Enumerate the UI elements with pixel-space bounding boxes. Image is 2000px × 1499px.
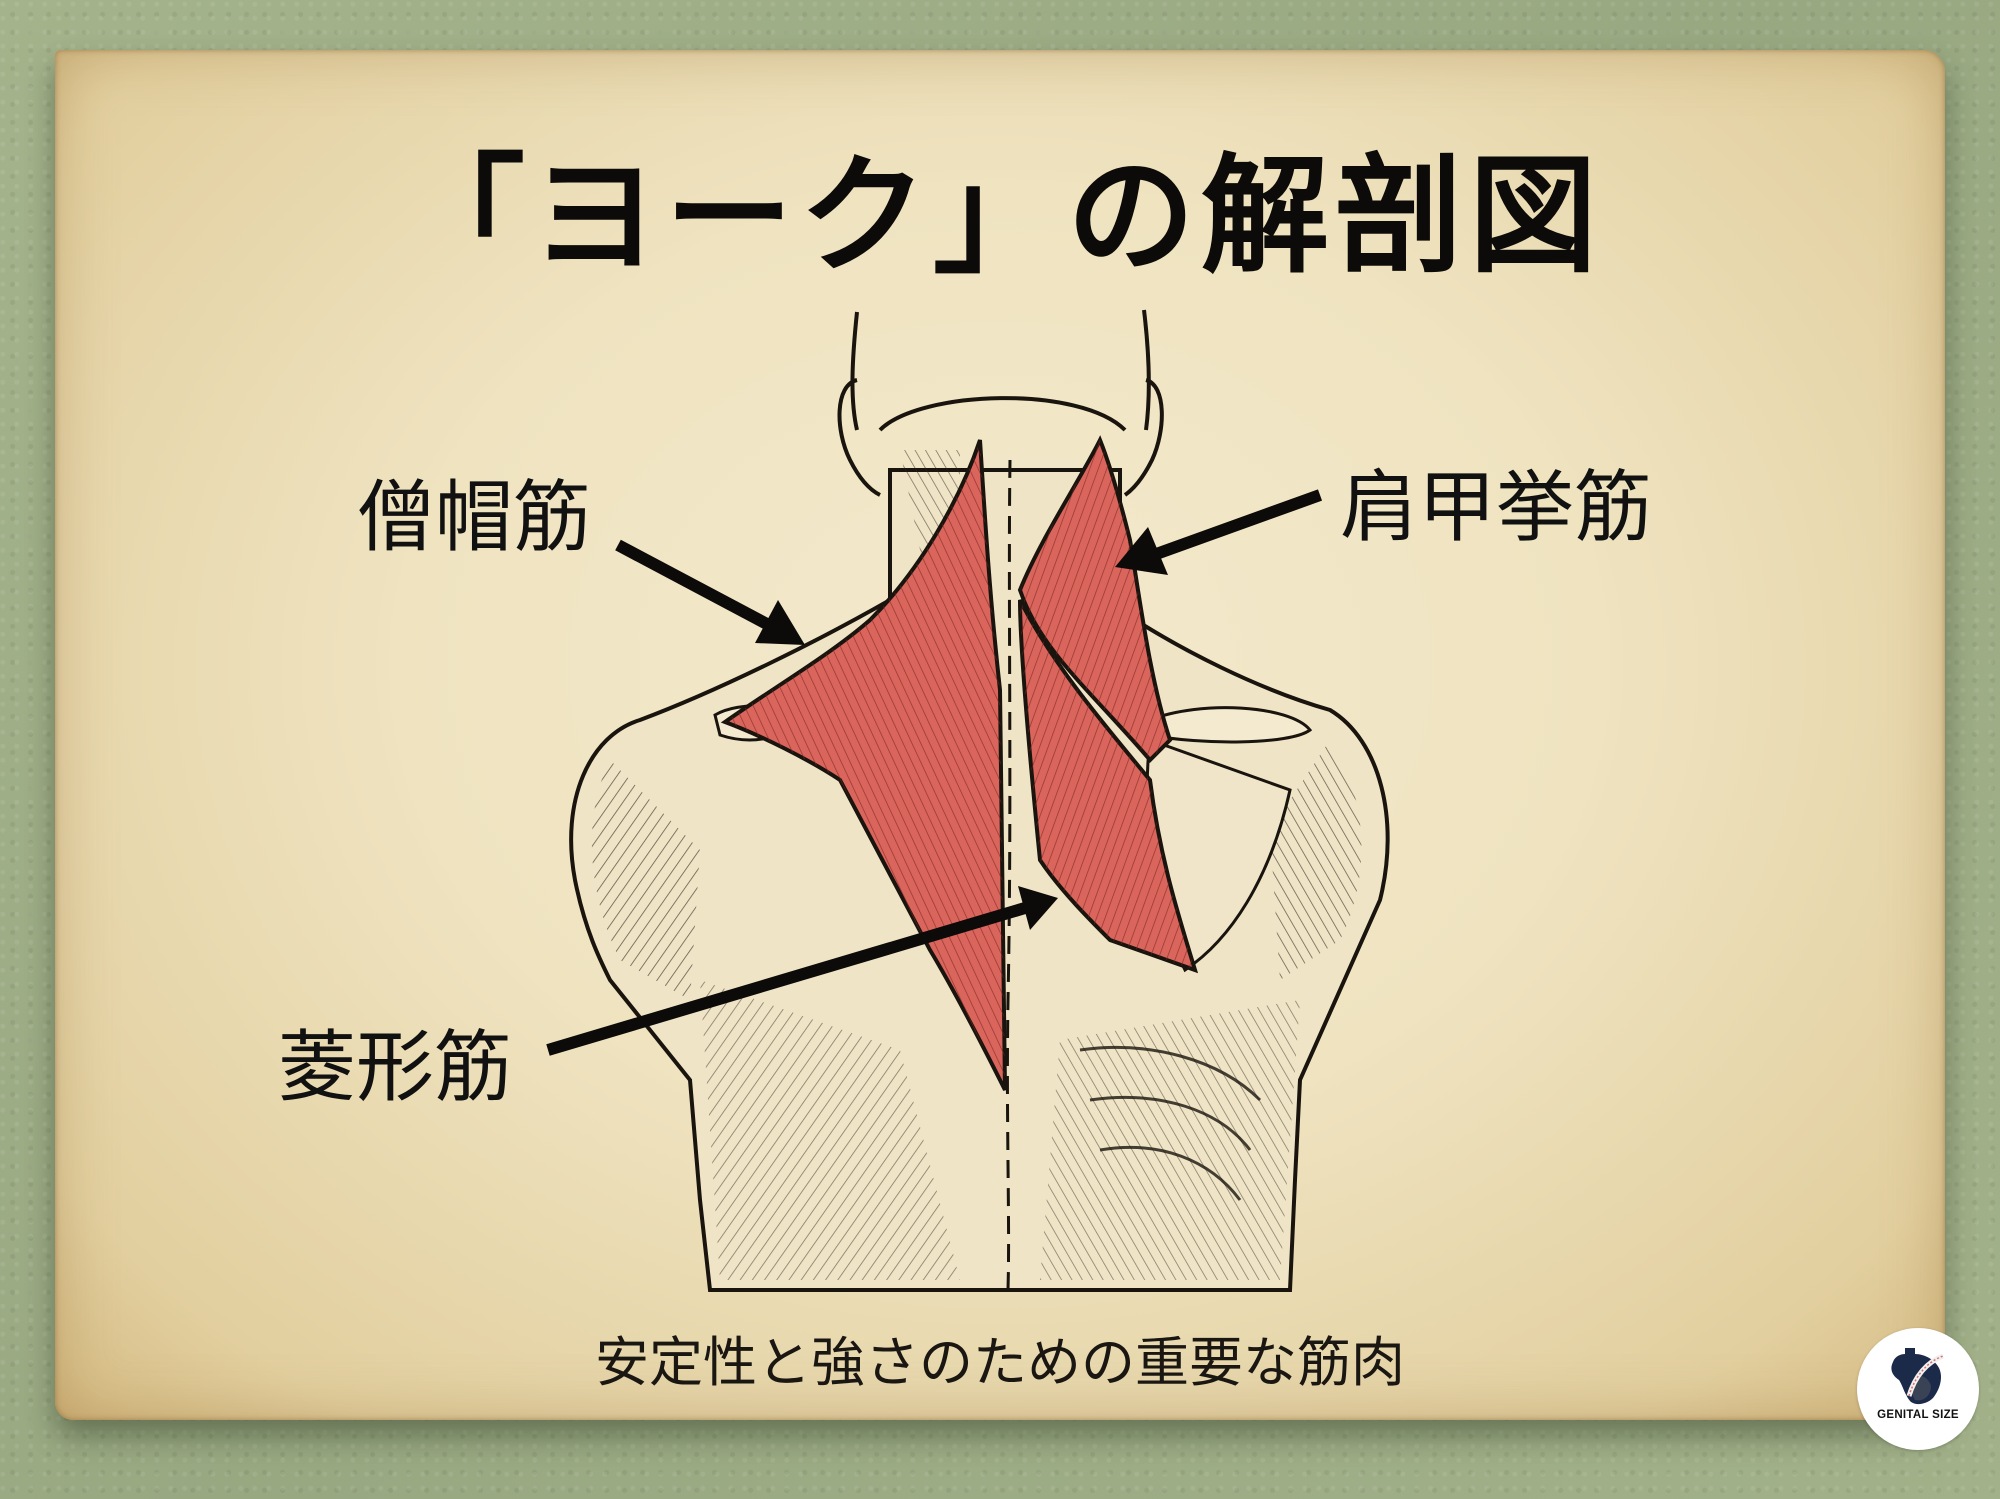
spine-line xyxy=(1005,459,1012,1291)
rhomboid-label: 菱形筋 xyxy=(278,1023,513,1113)
rhomboid-arrow xyxy=(546,886,1058,1056)
page-title: 「ヨーク」の解剖図 xyxy=(396,142,1603,291)
head-outline xyxy=(837,309,1164,497)
subtitle-caption: 安定性と強さのための重要な筋肉 xyxy=(595,1331,1405,1394)
muscular-torso-with-measuring-tape-icon xyxy=(1891,1348,1944,1405)
levator-scapulae-arrow xyxy=(1115,489,1323,575)
trapezius-arrow xyxy=(615,539,805,645)
brand-name: GENITAL SIZE xyxy=(1877,1409,1959,1421)
levator-scapulae-label: 肩甲挙筋 xyxy=(1340,463,1653,553)
brand-logo-badge[interactable]: GENITAL SIZE xyxy=(1857,1328,1979,1450)
trapezius-label: 僧帽筋 xyxy=(357,473,592,563)
